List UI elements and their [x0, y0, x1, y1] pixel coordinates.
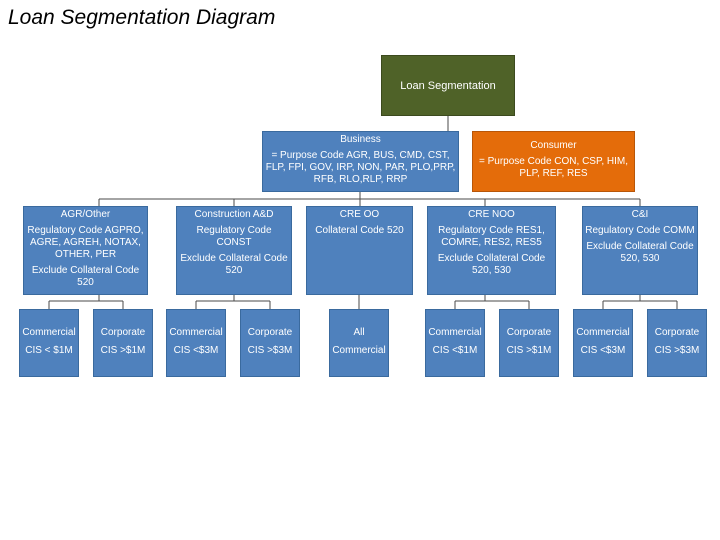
leaf-value: CIS >$1M — [100, 345, 146, 356]
segment-construction: Construction A&D Regulatory Code CONST E… — [176, 206, 292, 295]
leaf-value: CIS >$1M — [506, 345, 552, 356]
leaf-label: Corporate — [506, 327, 552, 338]
segment-label: CRE NOO — [468, 209, 515, 220]
segment-label: C&I — [631, 209, 649, 220]
consumer-detail: = Purpose Code CON, CSP, HIM, PLP, REF, … — [478, 156, 629, 179]
root-node: Loan Segmentation — [381, 55, 515, 116]
leaf-label: Commercial — [169, 327, 223, 338]
segment-c-and-i: C&I Regulatory Code COMM Exclude Collate… — [582, 206, 698, 295]
segment-cre-oo: CRE OO Collateral Code 520 — [306, 206, 413, 295]
segment-line2: Exclude Collateral Code 520, 530 — [437, 253, 546, 276]
leaf-node: Commercial CIS <$3M — [166, 309, 226, 377]
leaf-label: Commercial — [22, 327, 76, 338]
root-label: Loan Segmentation — [400, 79, 496, 92]
leaf-label: Commercial — [576, 327, 630, 338]
segment-label: CRE OO — [339, 209, 380, 220]
business-node: Business = Purpose Code AGR, BUS, CMD, C… — [262, 131, 459, 192]
leaf-label: Corporate — [247, 327, 293, 338]
business-detail: = Purpose Code AGR, BUS, CMD, CST, FLP, … — [265, 150, 456, 185]
leaf-value: CIS <$3M — [173, 345, 219, 356]
leaf-label: All — [353, 327, 365, 338]
leaf-value: CIS < $1M — [25, 345, 73, 356]
segment-line1: Regulatory Code RES1, COMRE, RES2, RES5 — [438, 225, 545, 248]
business-label: Business — [340, 134, 381, 145]
segment-line1: Regulatory Code COMM — [585, 225, 695, 236]
segment-line2: Exclude Collateral Code 520 — [31, 265, 140, 288]
leaf-label: Commercial — [428, 327, 482, 338]
segment-line1: Collateral Code 520 — [315, 225, 404, 236]
leaf-node: Commercial CIS <$1M — [425, 309, 485, 377]
leaf-node: Commercial CIS < $1M — [19, 309, 79, 377]
leaf-node: Commercial CIS <$3M — [573, 309, 633, 377]
leaf-value: Commercial — [332, 345, 386, 356]
segment-label: Construction A&D — [194, 209, 274, 220]
segment-cre-noo: CRE NOO Regulatory Code RES1, COMRE, RES… — [427, 206, 556, 295]
leaf-node: Corporate CIS >$1M — [499, 309, 559, 377]
leaf-node: Corporate CIS >$3M — [647, 309, 707, 377]
leaf-label: Corporate — [654, 327, 700, 338]
leaf-value: CIS <$3M — [580, 345, 626, 356]
leaf-node: All Commercial — [329, 309, 389, 377]
page-title: Loan Segmentation Diagram — [8, 6, 276, 29]
segment-label: AGR/Other — [60, 209, 111, 220]
segment-line2: Exclude Collateral Code 520 — [180, 253, 288, 276]
segment-line1: Regulatory Code AGPRO, AGRE, AGREH, NOTA… — [27, 225, 144, 260]
leaf-value: CIS <$1M — [432, 345, 478, 356]
leaf-node: Corporate CIS >$3M — [240, 309, 300, 377]
segment-line1: Regulatory Code CONST — [196, 225, 272, 248]
leaf-value: CIS >$3M — [247, 345, 293, 356]
leaf-label: Corporate — [100, 327, 146, 338]
leaf-value: CIS >$3M — [654, 345, 700, 356]
leaf-node: Corporate CIS >$1M — [93, 309, 153, 377]
segment-agr-other: AGR/Other Regulatory Code AGPRO, AGRE, A… — [23, 206, 148, 295]
consumer-label: Consumer — [530, 140, 577, 151]
consumer-node: Consumer = Purpose Code CON, CSP, HIM, P… — [472, 131, 635, 192]
segment-line2: Exclude Collateral Code 520, 530 — [586, 241, 694, 264]
